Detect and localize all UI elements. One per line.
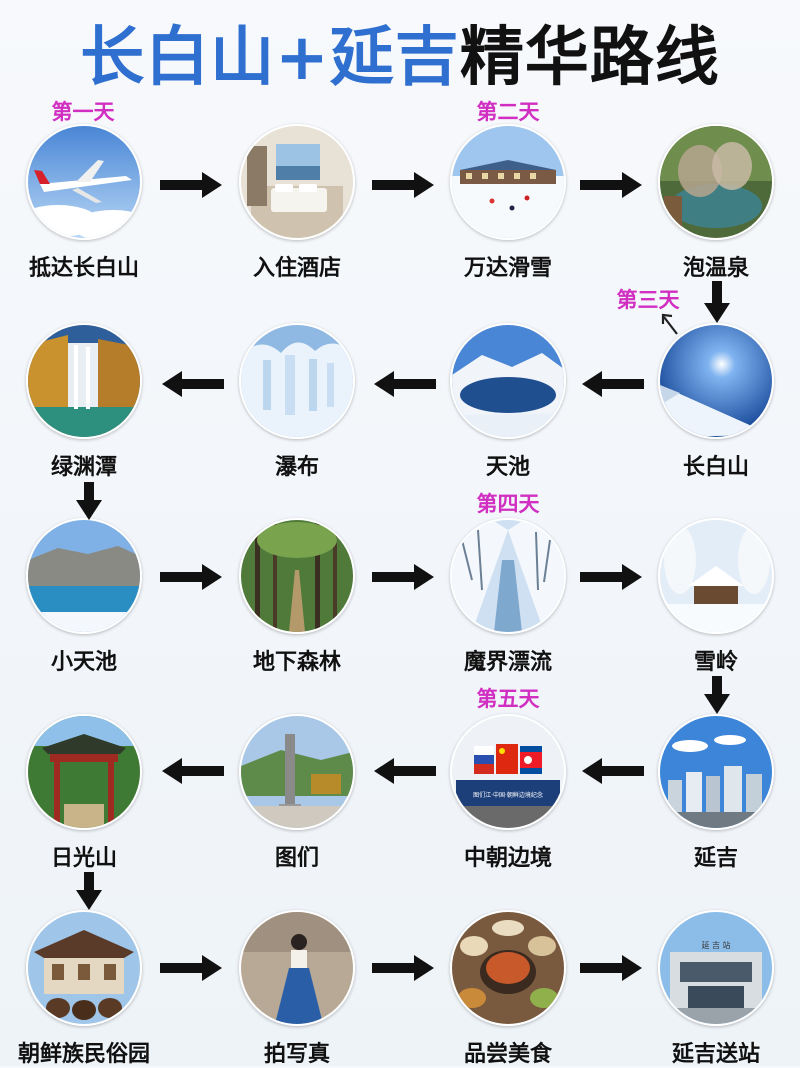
arrow-right-icon [160,564,222,590]
stop-mojie-rafting[interactable]: 魔界漂流 [423,518,593,676]
arrow-right-icon [372,564,434,590]
monument-icon [239,714,355,830]
stop-label: 泡温泉 [682,256,749,281]
stop-label: 抵达长白山 [28,256,139,281]
snow-cabin-icon [658,518,774,634]
food-icon [450,910,566,1026]
stop-label: 雪岭 [693,650,738,675]
stop-photo-shoot[interactable]: 拍写真 [212,910,382,1068]
stop-xueling[interactable]: 雪岭 [631,518,800,676]
arrow-down-icon [76,872,102,910]
stop-label: 品尝美食 [463,1042,552,1067]
arrow-left-icon [582,758,644,784]
stop-label: 瀑布 [274,455,319,480]
stop-label: 绿渊潭 [50,455,117,480]
stop-hot-spring[interactable]: 泡温泉 [631,124,800,282]
stop-waterfall[interactable]: 瀑布 [212,323,382,481]
stop-local-food[interactable]: 品尝美食 [423,910,593,1068]
stop-label: 中朝边境 [463,846,552,871]
portrait-photo-icon [239,910,355,1026]
temple-gate-icon [26,714,142,830]
crater-lake-icon [450,323,566,439]
stop-korean-folk-village[interactable]: 朝鲜族民俗园 [0,910,169,1068]
stop-label: 入住酒店 [252,256,341,281]
stop-label: 图们 [274,846,319,871]
arrow-right-icon [160,172,222,198]
stop-arrive-changbaishan[interactable]: 抵达长白山 [0,124,169,282]
stop-china-korea-border[interactable]: 图们江·中国·朝鲜边境纪念 中朝边境 [423,714,593,872]
stop-tumen[interactable]: 图们 [212,714,382,872]
arrow-left-icon [582,371,644,397]
day-label-1: 第一天 [51,100,115,124]
arrow-right-icon [580,564,642,590]
stop-label: 日光山 [50,846,117,871]
stop-wanda-ski[interactable]: 万达滑雪 [423,124,593,282]
stop-yanji[interactable]: 延吉 [631,714,800,872]
folk-village-icon [26,910,142,1026]
stop-label: 万达滑雪 [463,256,552,281]
border-flags-icon: 图们江·中国·朝鲜边境纪念 [450,714,566,830]
stop-tianchi[interactable]: 天池 [423,323,593,481]
stop-label: 拍写真 [263,1042,330,1067]
stop-underground-forest[interactable]: 地下森林 [212,518,382,676]
stop-label: 延吉 [693,846,738,871]
stop-label: 魔界漂流 [463,650,552,675]
title-part-1: 长白山+延吉 [80,21,460,95]
waterfall-valley-icon [26,323,142,439]
forest-icon [239,518,355,634]
arrow-left-icon [162,371,224,397]
snow-forest-river-icon [450,518,566,634]
station-sign-text: 延 吉 站 [701,940,730,950]
arrow-right-icon [372,172,434,198]
small-lake-icon [26,518,142,634]
stop-label: 长白山 [682,455,749,480]
train-station-icon: 延 吉 站 [658,910,774,1026]
hotel-room-icon [239,124,355,240]
pointer-arrow-icon [661,313,678,335]
ski-resort-icon [450,124,566,240]
arrow-right-icon [160,955,222,981]
arrow-down-icon [704,281,730,323]
arrow-left-icon [162,758,224,784]
arrow-right-icon [580,955,642,981]
airplane-icon [26,124,142,240]
stop-changbaishan[interactable]: 长白山 [631,323,800,481]
hot-spring-icon [658,124,774,240]
arrow-down-icon [76,482,102,520]
stop-riguangshan[interactable]: 日光山 [0,714,169,872]
frozen-waterfall-icon [239,323,355,439]
arrow-left-icon [374,758,436,784]
day-label-5: 第五天 [476,687,540,711]
arrow-down-icon [704,676,730,714]
snow-mountain-icon [658,323,774,439]
city-skyline-icon [658,714,774,830]
day-label-4: 第四天 [476,492,540,516]
stop-hotel[interactable]: 入住酒店 [212,124,382,282]
day-label-2: 第二天 [476,100,540,124]
page-title: 长白山+延吉精华路线 [0,6,800,98]
title-part-2: 精华路线 [459,21,720,95]
day-label-3: 第三天 [616,288,680,312]
stop-label: 天池 [485,455,530,480]
stop-label: 地下森林 [252,650,341,675]
stop-xiaotianchi[interactable]: 小天池 [0,518,169,676]
stop-label: 朝鲜族民俗园 [17,1042,150,1067]
stop-label: 小天池 [50,650,117,675]
border-sign-text: 图们江·中国·朝鲜边境纪念 [473,791,543,799]
arrow-right-icon [372,955,434,981]
stop-yanji-station-sendoff[interactable]: 延 吉 站 延吉送站 [631,910,800,1068]
arrow-right-icon [580,172,642,198]
stop-lvyuantan[interactable]: 绿渊潭 [0,323,169,481]
stop-label: 延吉送站 [671,1042,760,1067]
arrow-left-icon [374,371,436,397]
